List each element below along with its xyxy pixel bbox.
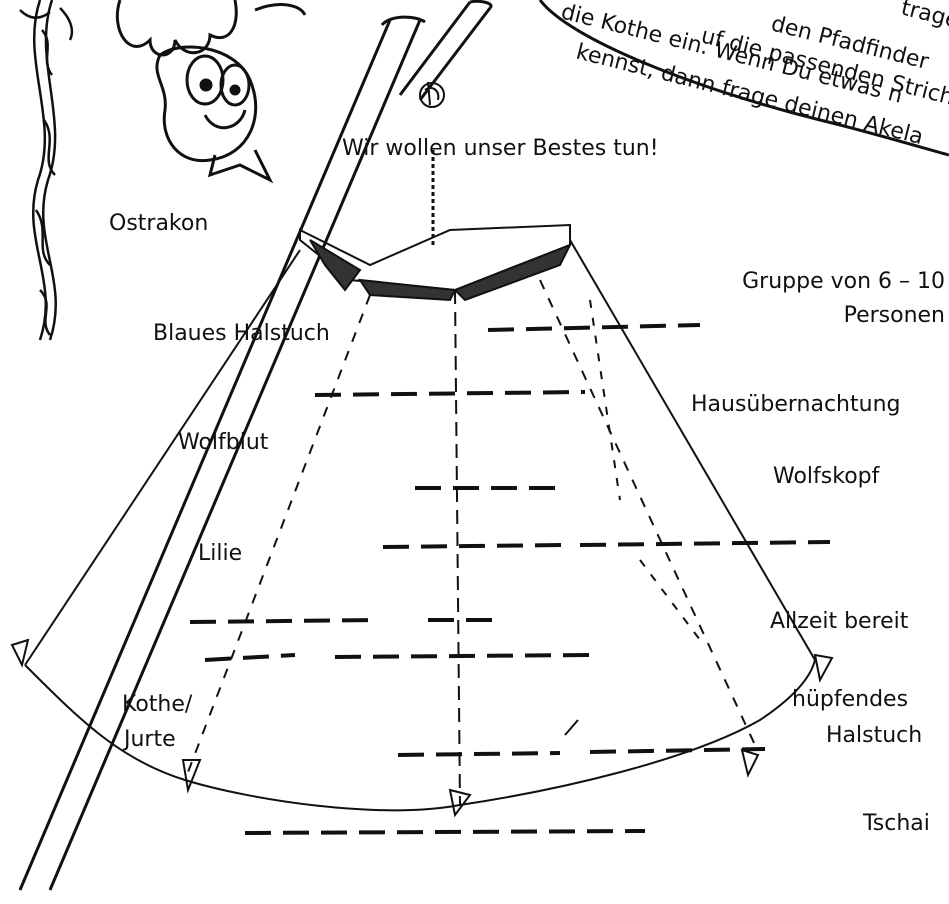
term-wolfskopf: Wolfskopf	[773, 464, 879, 490]
answer-line	[383, 545, 565, 547]
term-blaues-halstuch: Blaues Halstuch	[153, 321, 330, 347]
answer-line	[190, 620, 380, 622]
term-jurte: Jurte	[124, 727, 176, 753]
term-ostrakon: Ostrakon	[109, 211, 208, 237]
term-tschai: Tschai	[863, 811, 930, 837]
motto: Wir wollen unser Bestes tun!	[342, 136, 659, 162]
term-allzeit-bereit: Allzeit bereit	[770, 609, 908, 635]
kothe-tent-icon	[12, 1, 832, 890]
answer-line	[335, 655, 590, 657]
term-lilie: Lilie	[198, 541, 242, 567]
term-halstuch: Halstuch	[826, 723, 922, 749]
term-kothe: Kothe/	[122, 692, 192, 718]
speech-bubble: trage den Pfadfinder uf die passenden St…	[540, 0, 949, 155]
term-personen: Personen	[662, 303, 945, 329]
bubble-line-1: trage	[899, 0, 949, 34]
answer-line	[590, 749, 765, 752]
answer-line	[580, 542, 830, 545]
term-wolfblut: Wolfblut	[178, 430, 268, 456]
vine-icon	[20, 0, 72, 340]
term-hausuebernachtung: Hausübernachtung	[691, 392, 900, 418]
answer-line	[205, 655, 295, 660]
boy-face-icon	[117, 0, 305, 180]
answer-line	[315, 392, 585, 395]
term-huepfendes: hüpfendes	[792, 687, 908, 713]
answer-line	[398, 753, 560, 755]
answer-line	[245, 831, 645, 833]
term-gruppe: Gruppe von 6 – 10	[662, 269, 945, 295]
